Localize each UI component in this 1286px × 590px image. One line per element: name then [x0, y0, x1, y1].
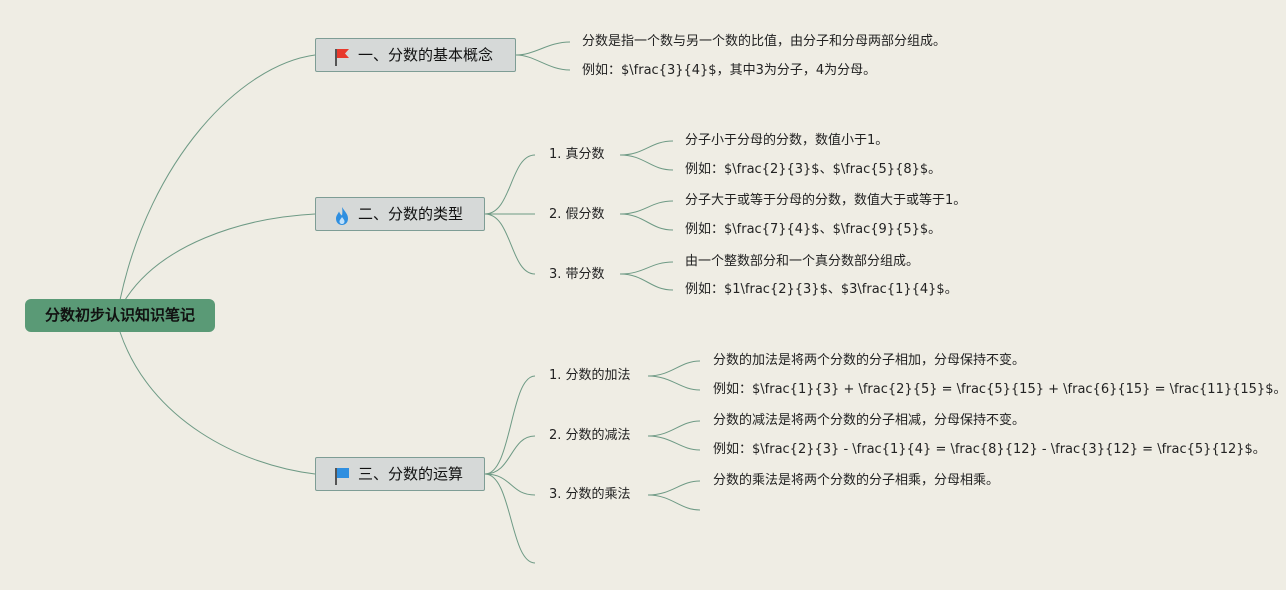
- leaf-text[interactable]: 分子小于分母的分数，数值小于1。: [685, 133, 889, 148]
- subtopic-mixed-number[interactable]: 3. 带分数: [549, 267, 605, 282]
- leaf-text[interactable]: 由一个整数部分和一个真分数部分组成。: [685, 254, 920, 269]
- subtopic-improper-fraction[interactable]: 2. 假分数: [549, 207, 605, 222]
- topic-label: 一、分数的基本概念: [358, 46, 494, 64]
- root-topic[interactable]: 分数初步认识知识笔记: [25, 299, 215, 332]
- leaf-text[interactable]: 例如：$\frac{2}{3}$、$\frac{5}{8}$。: [685, 162, 942, 177]
- leaf-text[interactable]: 例如：$1\frac{2}{3}$、$3\frac{1}{4}$。: [685, 282, 958, 297]
- leaf-text[interactable]: 例如：$\frac{2}{3} - \frac{1}{4} = \frac{8}…: [713, 442, 1266, 457]
- connector-topic3-sub1: [484, 375, 536, 475]
- topic-basic-concept[interactable]: 一、分数的基本概念: [315, 38, 516, 72]
- connector-topic3-sub4: [484, 473, 536, 564]
- leaf-text[interactable]: 分数的加法是将两个分数的分子相加，分母保持不变。: [713, 353, 1026, 368]
- leaf-text[interactable]: 例如：$\frac{7}{4}$、$\frac{9}{5}$。: [685, 222, 942, 237]
- red-flag-icon: [332, 46, 352, 66]
- connector-topic2-sub1: [484, 154, 536, 215]
- leaf-text[interactable]: 例如：$\frac{3}{4}$，其中3为分子，4为分母。: [582, 63, 877, 78]
- connector-topic1-leaf2: [515, 54, 571, 71]
- connector-root-topic1: [119, 54, 316, 301]
- topic-label: 二、分数的类型: [358, 205, 464, 223]
- topic-label: 三、分数的运算: [358, 465, 464, 483]
- leaf-text[interactable]: 例如：$\frac{1}{3} + \frac{2}{5} = \frac{5}…: [713, 382, 1286, 397]
- subtopic-multiplication[interactable]: 3. 分数的乘法: [549, 487, 631, 502]
- connector-topic3-sub3: [484, 473, 536, 496]
- leaf-text[interactable]: 分数的减法是将两个分数的分子相减，分母保持不变。: [713, 413, 1026, 428]
- subtopic-subtraction[interactable]: 2. 分数的减法: [549, 428, 631, 443]
- blue-flag-icon: [332, 465, 352, 485]
- connector-root-topic3: [119, 331, 316, 475]
- connector-topic3-sub2: [484, 435, 536, 475]
- leaf-text[interactable]: 分数的乘法是将两个分数的分子相乘，分母相乘。: [713, 473, 1000, 488]
- topic-fraction-types[interactable]: 二、分数的类型: [315, 197, 485, 231]
- connector-topic1-leaf1: [515, 41, 571, 56]
- leaf-text[interactable]: 分数是指一个数与另一个数的比值，由分子和分母两部分组成。: [582, 34, 947, 49]
- subtopic-addition[interactable]: 1. 分数的加法: [549, 368, 631, 383]
- connector-root-topic2: [124, 213, 316, 301]
- subtopic-proper-fraction[interactable]: 1. 真分数: [549, 147, 605, 162]
- fire-icon: [332, 205, 352, 225]
- connector-topic2-sub3: [484, 213, 536, 275]
- topic-fraction-operations[interactable]: 三、分数的运算: [315, 457, 485, 491]
- leaf-text[interactable]: 分子大于或等于分母的分数，数值大于或等于1。: [685, 193, 967, 208]
